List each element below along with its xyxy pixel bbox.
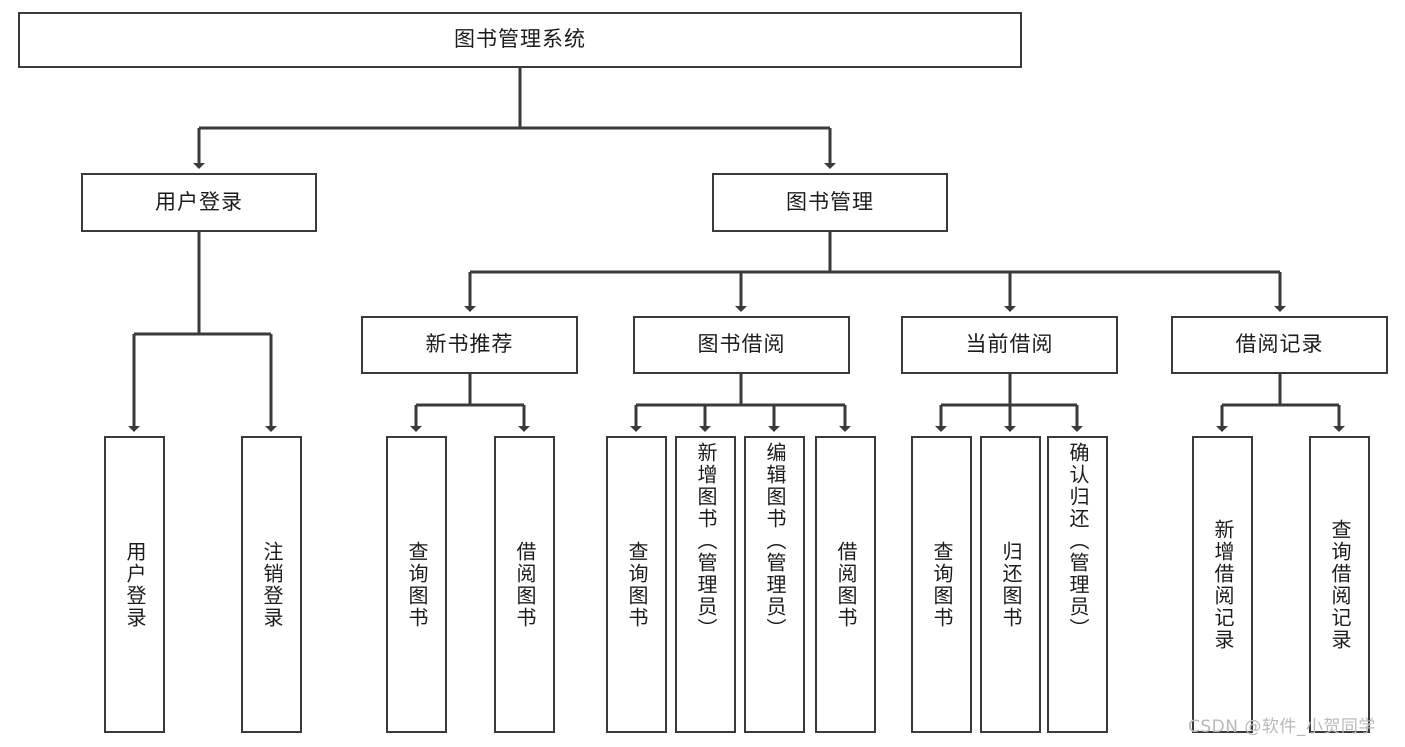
- node-leaf-borrow-book-1-label: 借阅图书: [513, 540, 537, 629]
- node-leaf-borrow-book-1[interactable]: 借阅图书: [494, 436, 555, 733]
- node-leaf-query-book-2-label: 查询图书: [625, 540, 649, 629]
- node-book-borrow[interactable]: 图书借阅: [633, 316, 850, 374]
- node-leaf-borrow-book-2[interactable]: 借阅图书: [815, 436, 876, 733]
- node-leaf-query-record[interactable]: 查询借阅记录: [1309, 436, 1370, 733]
- node-root-label: 图书管理系统: [454, 27, 586, 52]
- node-user-login-label: 用户登录: [155, 189, 243, 214]
- node-leaf-borrow-book-2-label: 借阅图书: [834, 540, 858, 629]
- node-book-borrow-label: 图书借阅: [697, 332, 786, 357]
- node-leaf-add-record-label: 新增借阅记录: [1211, 518, 1235, 651]
- node-leaf-query-record-label: 查询借阅记录: [1328, 518, 1352, 651]
- node-borrow-record[interactable]: 借阅记录: [1171, 316, 1388, 374]
- watermark-text: CSDN @软件_小贺同学: [1188, 717, 1376, 737]
- node-leaf-query-book-1[interactable]: 查询图书: [386, 436, 447, 733]
- node-user-login[interactable]: 用户登录: [81, 173, 317, 232]
- node-new-book-rec[interactable]: 新书推荐: [361, 316, 578, 374]
- node-leaf-query-book-2[interactable]: 查询图书: [606, 436, 667, 733]
- node-book-manage-label: 图书管理: [786, 189, 874, 214]
- node-borrow-record-label: 借阅记录: [1235, 332, 1324, 357]
- node-leaf-edit-book[interactable]: 编辑图书（管理员）: [744, 436, 805, 733]
- node-new-book-rec-label: 新书推荐: [425, 332, 514, 357]
- node-root[interactable]: 图书管理系统: [18, 12, 1022, 68]
- node-leaf-return-book-label: 归还图书: [999, 540, 1023, 629]
- node-leaf-query-book-1-label: 查询图书: [405, 540, 429, 629]
- node-current-borrow-label: 当前借阅: [965, 332, 1054, 357]
- node-leaf-query-book-3-label: 查询图书: [930, 540, 954, 629]
- node-leaf-return-book[interactable]: 归还图书: [980, 436, 1041, 733]
- node-leaf-user-login-label: 用户登录: [123, 540, 147, 629]
- node-leaf-user-login[interactable]: 用户登录: [104, 436, 165, 733]
- node-leaf-add-record[interactable]: 新增借阅记录: [1192, 436, 1253, 733]
- node-leaf-edit-book-label: 编辑图书（管理员）: [763, 442, 787, 640]
- node-leaf-add-book[interactable]: 新增图书（管理员）: [675, 436, 736, 733]
- node-leaf-query-book-3[interactable]: 查询图书: [911, 436, 972, 733]
- node-leaf-user-logout-label: 注销登录: [260, 540, 284, 629]
- node-leaf-confirm-return-label: 确认归还（管理员）: [1066, 442, 1090, 640]
- node-current-borrow[interactable]: 当前借阅: [901, 316, 1118, 374]
- node-book-manage[interactable]: 图书管理: [712, 173, 948, 232]
- node-leaf-confirm-return[interactable]: 确认归还（管理员）: [1047, 436, 1108, 733]
- node-leaf-add-book-label: 新增图书（管理员）: [694, 442, 718, 640]
- node-leaf-user-logout[interactable]: 注销登录: [241, 436, 302, 733]
